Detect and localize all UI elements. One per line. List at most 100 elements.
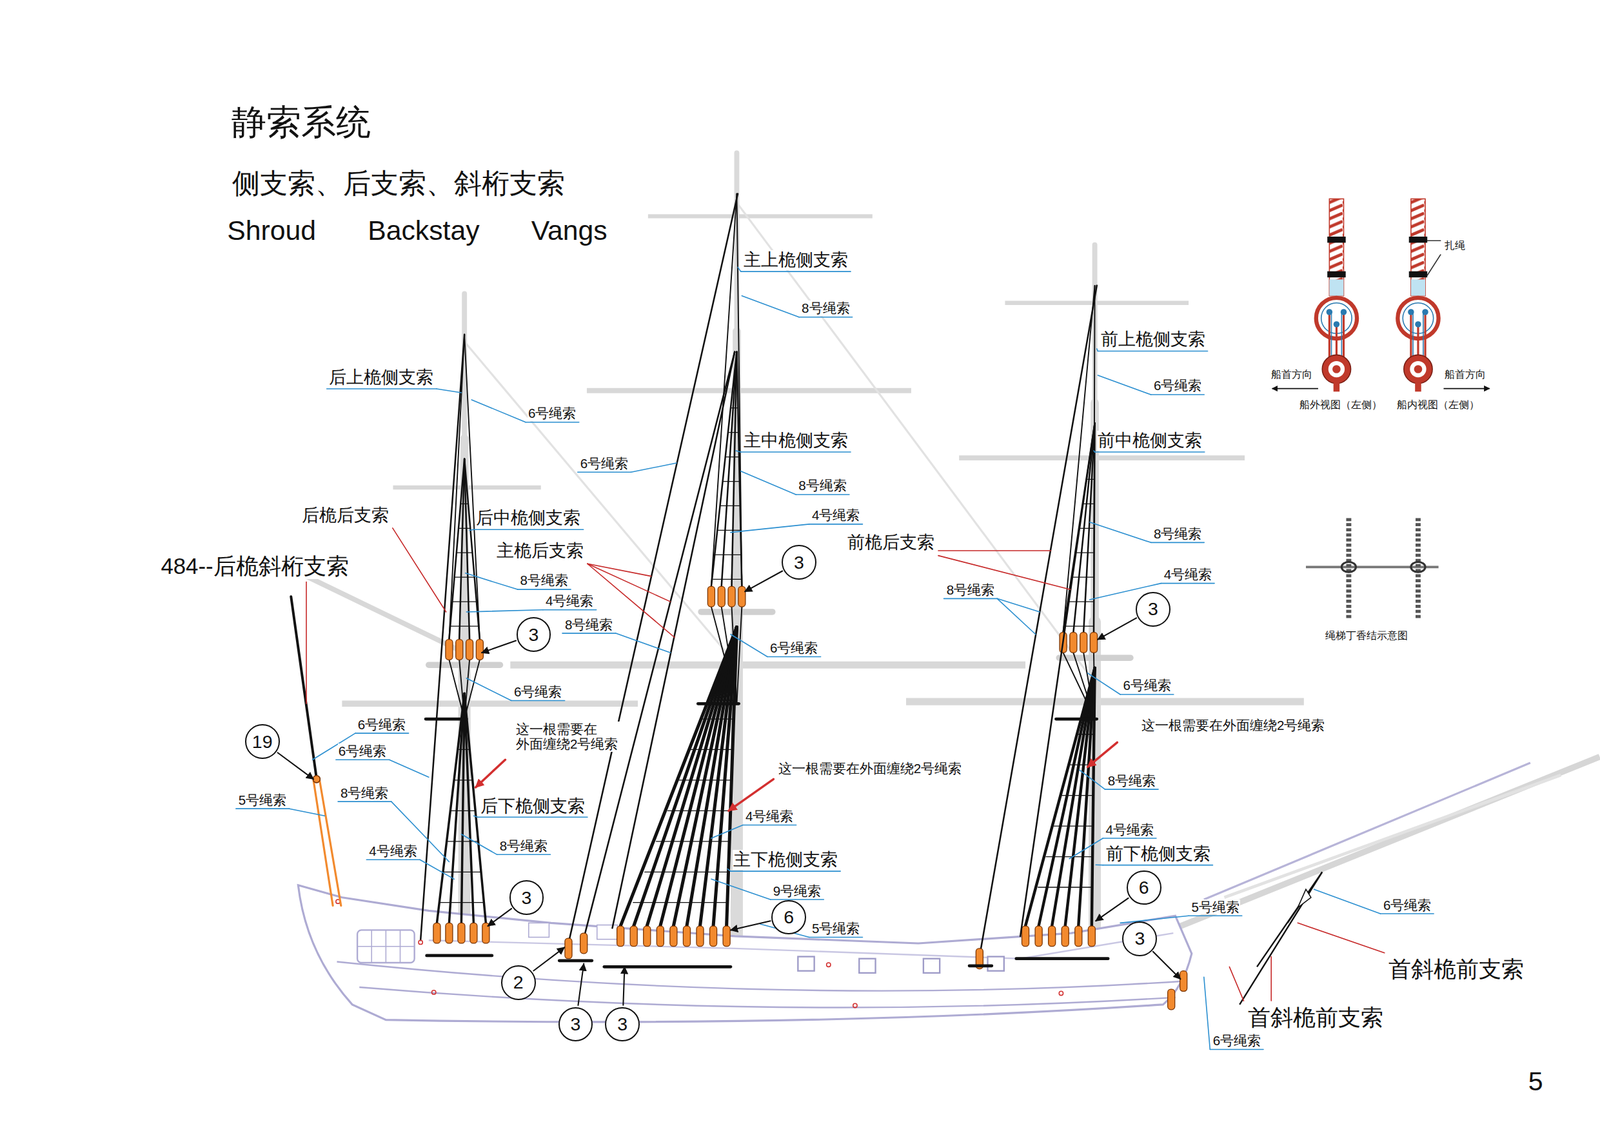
backstay xyxy=(1020,423,1095,937)
deadeye xyxy=(1167,989,1176,1010)
backstay-name: 前桅后支索 xyxy=(846,532,936,553)
direction-arrow xyxy=(1443,388,1490,390)
deadeye xyxy=(466,639,474,661)
leader-underline xyxy=(1102,837,1157,840)
callout-number: 2 xyxy=(513,973,524,992)
leader-line xyxy=(997,598,1036,634)
stay xyxy=(737,203,1088,674)
rope-size: 8号绳索 xyxy=(946,582,996,598)
callout-number: 3 xyxy=(528,625,540,644)
leader-underline xyxy=(795,493,850,496)
red-dot xyxy=(1058,991,1063,996)
callout-arrow xyxy=(744,571,783,593)
deadeye xyxy=(682,926,691,947)
stay-name: 首斜桅前支索 xyxy=(1247,1004,1384,1031)
ratline xyxy=(655,840,730,842)
callout-arrow xyxy=(1097,617,1137,640)
ratline xyxy=(723,481,740,482)
backstay-name: 主桅后支索 xyxy=(495,541,585,562)
leader-line xyxy=(1097,375,1151,395)
gun-port xyxy=(987,957,1005,972)
leader-line xyxy=(419,859,455,880)
callout-circle: 6 xyxy=(1126,870,1162,906)
ratline xyxy=(718,530,741,531)
window xyxy=(597,925,618,940)
leader-line xyxy=(737,266,741,272)
rope-size: 6号绳索 xyxy=(337,743,387,760)
hull xyxy=(297,885,1192,1023)
ratline xyxy=(454,779,473,781)
shroud-name: 后中桅侧支索 xyxy=(475,508,582,529)
deadeye xyxy=(722,926,731,947)
shroud xyxy=(1083,423,1095,633)
mast-band xyxy=(697,702,739,706)
mast-band xyxy=(425,717,467,721)
deadeye xyxy=(433,922,441,944)
ratline xyxy=(679,779,732,781)
inset-label: 船首方向 xyxy=(1270,368,1314,381)
ratline xyxy=(452,601,476,603)
rope-size: 8号绳索 xyxy=(797,477,847,494)
leader-underline xyxy=(1095,451,1205,453)
rope-size: 8号绳索 xyxy=(564,617,614,633)
leader-underline xyxy=(355,732,409,734)
leader-underline xyxy=(1097,350,1208,353)
leader-line xyxy=(305,582,307,705)
ratline xyxy=(450,625,478,627)
ratline xyxy=(463,479,467,480)
yard xyxy=(906,698,1304,706)
deadeye xyxy=(580,933,588,954)
leader-line xyxy=(1314,889,1381,914)
leader-line xyxy=(938,550,1052,552)
leader-line xyxy=(469,529,474,531)
leader-underline xyxy=(543,609,597,611)
ratline xyxy=(728,432,739,433)
ratline xyxy=(1065,625,1094,627)
inset-caption: 绳梯丁香结示意图 xyxy=(1324,630,1409,642)
rope-size: 6号绳索 xyxy=(1212,1033,1262,1049)
shroud-name: 前中桅侧支索 xyxy=(1096,430,1203,451)
deadeye xyxy=(738,586,746,607)
shroud xyxy=(1073,423,1095,633)
ratline xyxy=(443,871,481,873)
callout-circle: 6 xyxy=(771,900,807,936)
leader-underline xyxy=(236,808,290,810)
stern-window xyxy=(357,929,415,963)
leader-line xyxy=(1204,977,1210,1050)
ratline xyxy=(1069,601,1095,603)
subtitle: Shroud Backstay Vangs xyxy=(226,214,608,247)
insets xyxy=(1272,198,1490,620)
ratline xyxy=(456,552,472,554)
leader-line xyxy=(711,824,743,839)
rope-size: 6号绳索 xyxy=(527,405,577,422)
stay-block xyxy=(1297,889,1312,908)
callout-number: 6 xyxy=(1138,878,1150,897)
leader-line xyxy=(471,399,526,423)
leader-underline xyxy=(1380,913,1434,915)
leader-line xyxy=(1427,239,1441,242)
leader-line xyxy=(1297,922,1384,953)
deadeye xyxy=(470,922,478,944)
vang-tackle xyxy=(319,780,342,907)
yard xyxy=(958,455,1245,461)
shroud-rope xyxy=(1415,517,1421,620)
lower-shroud xyxy=(1038,668,1096,927)
backstay-name: 后桅后支索 xyxy=(301,505,390,526)
ratline xyxy=(440,902,484,903)
shroud xyxy=(711,352,738,587)
backstay xyxy=(568,194,738,944)
leader-underline xyxy=(740,451,851,453)
leader-underline xyxy=(1120,693,1174,696)
subtitle: 侧支索、后支索、斜桁支索 xyxy=(231,167,566,200)
leader-underline xyxy=(1102,864,1213,867)
ratline xyxy=(1038,886,1093,888)
wale xyxy=(359,987,1176,1008)
ratline xyxy=(1061,795,1094,796)
callout-arrow xyxy=(730,920,771,930)
deadeye xyxy=(1021,926,1029,947)
callout-circle: 3 xyxy=(1135,592,1171,627)
jibboom xyxy=(1224,775,1561,898)
leader-line xyxy=(392,528,447,613)
ratline xyxy=(725,456,739,458)
yard xyxy=(341,701,638,707)
